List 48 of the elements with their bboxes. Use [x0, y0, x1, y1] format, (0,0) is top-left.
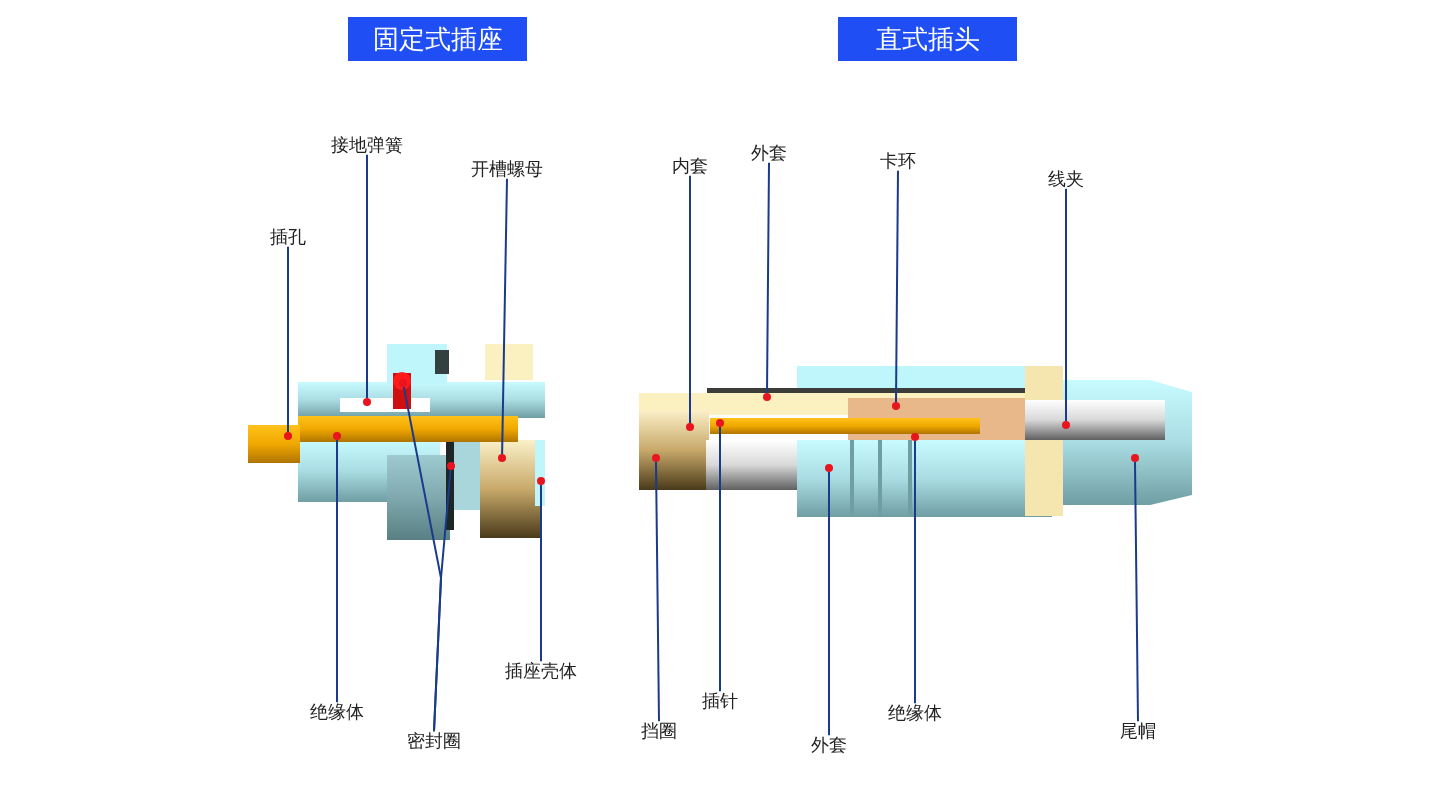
marker-dot	[363, 398, 371, 406]
part-label: 绝缘体	[888, 702, 942, 724]
part-label: 内套	[672, 155, 708, 177]
marker-dot	[686, 423, 694, 431]
marker-dot	[1062, 421, 1070, 429]
leader-line	[1065, 187, 1067, 422]
leader-line	[719, 426, 721, 693]
part-label: 挡圈	[641, 720, 677, 742]
leader-line	[914, 440, 916, 705]
leader-line	[895, 169, 899, 403]
marker-dot	[763, 393, 771, 401]
part-label: 线夹	[1048, 168, 1084, 190]
part-label: 密封圈	[407, 730, 461, 752]
part-label: 开槽螺母	[471, 158, 543, 180]
leader-line	[433, 469, 452, 733]
leader-line	[1134, 461, 1139, 723]
part-label: 绝缘体	[310, 701, 364, 723]
marker-dot	[399, 379, 407, 387]
leader-line	[689, 174, 691, 424]
leader-line	[766, 161, 770, 394]
part-label: 插孔	[270, 226, 306, 248]
marker-dot	[652, 454, 660, 462]
marker-dot	[825, 464, 833, 472]
leader-line	[336, 439, 338, 704]
marker-dot	[333, 432, 341, 440]
leader-line	[655, 461, 660, 723]
marker-dot	[716, 419, 724, 427]
heading-banner: 固定式插座	[348, 17, 527, 61]
marker-dot	[498, 454, 506, 462]
part-label: 接地弹簧	[331, 134, 403, 156]
heading-banner: 直式插头	[838, 17, 1017, 61]
leader-line	[501, 177, 508, 455]
leader-line	[287, 245, 289, 433]
leader-line	[828, 471, 830, 737]
part-label: 卡环	[880, 150, 916, 172]
part-label: 外套	[811, 734, 847, 756]
marker-dot	[1131, 454, 1139, 462]
part-label: 尾帽	[1120, 720, 1156, 742]
leader-line	[366, 153, 368, 399]
part-label: 插针	[702, 690, 738, 712]
leader-line	[540, 484, 542, 663]
part-label: 外套	[751, 142, 787, 164]
part-label: 插座壳体	[505, 660, 577, 682]
marker-dot	[284, 432, 292, 440]
marker-dot	[537, 477, 545, 485]
marker-dot	[447, 462, 455, 470]
marker-dot	[892, 402, 900, 410]
marker-dot	[911, 433, 919, 441]
